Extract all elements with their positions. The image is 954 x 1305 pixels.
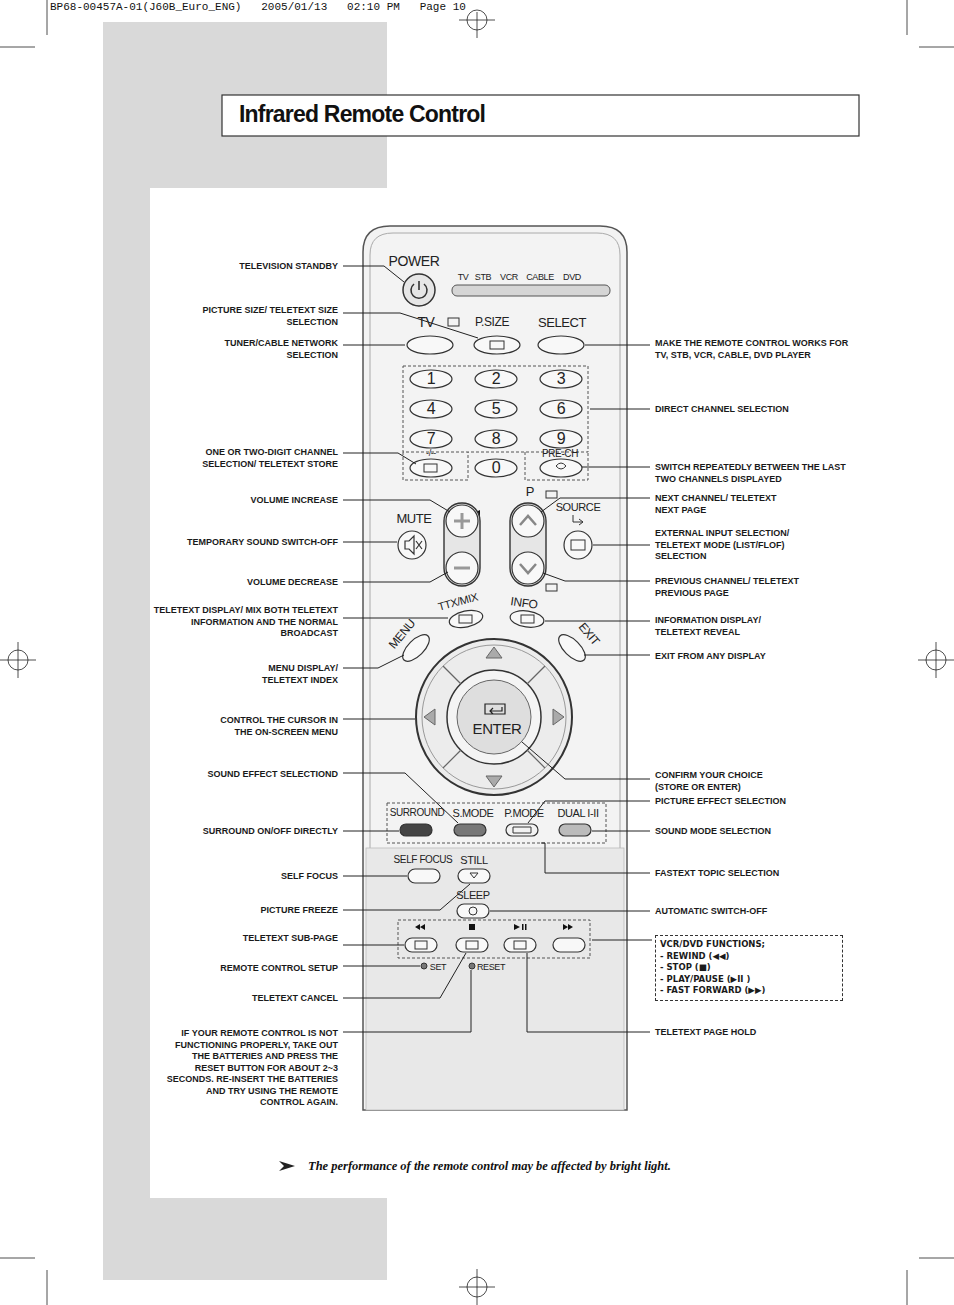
- box-text: - FAST FORWARD (▶▶): [660, 985, 838, 997]
- button-label: 3: [557, 371, 566, 387]
- button-label: POWER: [389, 254, 440, 268]
- button-label: SET: [430, 963, 446, 972]
- button-label: TV: [417, 315, 434, 329]
- button-label: 0: [492, 460, 501, 476]
- button-label: MUTE: [396, 512, 431, 525]
- button-label: SURROUND: [390, 808, 445, 818]
- button-label: 6: [557, 401, 566, 417]
- callout-label: TELEVISION STANDBY: [239, 261, 338, 273]
- button-label: SELECT: [538, 316, 586, 329]
- button-label: DVD: [563, 273, 581, 282]
- callout-label: ONE OR TWO-DIGIT CHANNEL SELECTION/ TELE…: [186, 447, 338, 470]
- callout-label: TELETEXT CANCEL: [252, 993, 338, 1005]
- button-label: 2: [492, 371, 501, 387]
- callout-label: REMOTE CONTROL SETUP: [220, 963, 338, 975]
- callout-label: NEXT CHANNEL/ TELETEXT NEXT PAGE: [655, 493, 785, 516]
- callout-label: TELETEXT DISPLAY/ MIX BOTH TELETEXT INFO…: [153, 605, 338, 640]
- callout-label: IF YOUR REMOTE CONTROL IS NOT FUNCTIONIN…: [163, 1028, 338, 1109]
- callout-label: TUNER/CABLE NETWORK SELECTION: [198, 338, 338, 361]
- callout-label: PICTURE FREEZE: [260, 905, 338, 917]
- box-text: - STOP (■): [660, 962, 838, 974]
- callout-label: INFORMATION DISPLAY/ TELETEXT REVEAL: [655, 615, 790, 638]
- button-label: SELF FOCUS: [394, 855, 453, 865]
- callout-label: CONFIRM YOUR CHOICE (STORE OR ENTER): [655, 770, 785, 793]
- callout-label: EXTERNAL INPUT SELECTION/ TELETEXT MODE …: [655, 528, 815, 563]
- button-label: RESET: [477, 963, 505, 972]
- callout-label: PICTURE EFFECT SELECTION: [655, 796, 786, 808]
- callout-label: SWITCH REPEATEDLY BETWEEN THE LAST TWO C…: [655, 462, 850, 485]
- callout-label: TELETEXT PAGE HOLD: [655, 1027, 756, 1039]
- button-label: VCR: [500, 273, 518, 282]
- callout-label: MAKE THE REMOTE CONTROL WORKS FOR TV, ST…: [655, 338, 853, 361]
- callout-label: SOUND EFFECT SELECTIOND: [207, 769, 338, 781]
- button-label: 4: [427, 401, 436, 417]
- button-label: 7: [427, 431, 436, 447]
- button-label: P: [526, 485, 534, 498]
- button-label: P.SIZE: [475, 316, 509, 328]
- print-header: BP68-00457A-01(J60B_Euro_ENG) 2005/01/13…: [50, 1, 466, 13]
- callout-label: FASTEXT TOPIC SELECTION: [655, 868, 779, 880]
- button-label: 8: [492, 431, 501, 447]
- button-label: CABLE: [526, 273, 554, 282]
- button-label: DUAL I-II: [557, 808, 598, 819]
- button-label: TV: [458, 273, 469, 282]
- callout-label: TEMPORARY SOUND SWITCH-OFF: [187, 537, 338, 549]
- button-label: -/--: [426, 449, 436, 458]
- box-text: VCR/DVD FUNCTIONS;: [660, 939, 838, 951]
- callout-label: VOLUME DECREASE: [247, 577, 338, 589]
- callout-label: DIRECT CHANNEL SELECTION: [655, 404, 789, 416]
- button-label: S.MODE: [453, 808, 494, 819]
- button-label: SOURCE: [556, 502, 601, 513]
- callout-label: MENU DISPLAY/ TELETEXT INDEX: [238, 663, 338, 686]
- button-label: PRE-CH: [542, 449, 578, 459]
- button-label: P.MODE: [504, 808, 544, 819]
- callout-label: EXIT FROM ANY DISPLAY: [655, 651, 766, 663]
- button-label: ENTER: [473, 721, 522, 736]
- callout-label: VOLUME INCREASE: [250, 495, 338, 507]
- callout-label: PICTURE SIZE/ TELETEXT SIZE SELECTION: [188, 305, 338, 328]
- callout-label: SURROUND ON/OFF DIRECTLY: [203, 826, 338, 838]
- caption-note: The performance of the remote control ma…: [308, 1159, 671, 1174]
- callout-label: TELETEXT SUB-PAGE: [243, 933, 338, 945]
- button-label: 1: [427, 371, 436, 387]
- callout-label: SELF FOCUS: [281, 871, 338, 883]
- function-box: VCR/DVD FUNCTIONS;- REWIND (◀◀)- STOP (■…: [655, 935, 843, 1001]
- box-text: - REWIND (◀◀): [660, 951, 838, 963]
- diagram-title: Infrared Remote Control: [239, 101, 485, 128]
- callout-label: PREVIOUS CHANNEL/ TELETEXT PREVIOUS PAGE: [655, 576, 805, 599]
- button-label: INFO: [510, 595, 538, 611]
- callout-label: AUTOMATIC SWITCH-OFF: [655, 906, 767, 918]
- button-label: STB: [475, 273, 491, 282]
- button-label: STILL: [460, 855, 487, 866]
- button-label: 9: [557, 431, 566, 447]
- box-text: - PLAY/PAUSE (▶II ): [660, 974, 838, 986]
- callout-label: CONTROL THE CURSOR IN THE ON-SCREEN MENU: [203, 715, 338, 738]
- button-label: 5: [492, 401, 501, 417]
- callout-label: SOUND MODE SELECTION: [655, 826, 771, 838]
- button-label: SLEEP: [456, 890, 489, 901]
